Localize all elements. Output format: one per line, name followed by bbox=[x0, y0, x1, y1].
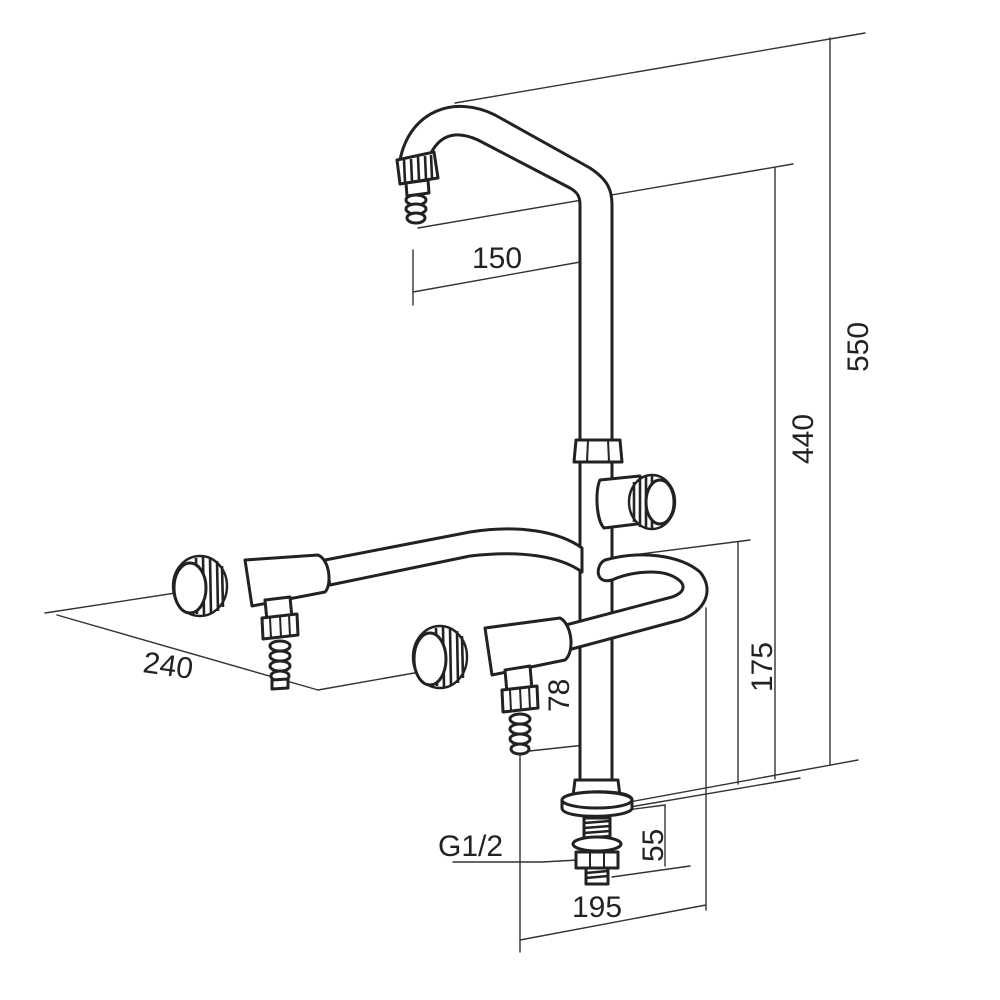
upper-valve bbox=[595, 473, 677, 531]
dim-branch-drop: 78 bbox=[543, 679, 576, 712]
dim-branch-span: 195 bbox=[572, 891, 622, 924]
dim-spout-reach: 150 bbox=[472, 242, 522, 275]
dim-shank-length: 55 bbox=[637, 829, 670, 862]
dim-spout-height: 440 bbox=[787, 414, 820, 464]
dim-overall-height: 550 bbox=[842, 322, 875, 372]
front-valve bbox=[411, 616, 573, 756]
rear-arm-pipe bbox=[323, 527, 584, 587]
spout-pipe bbox=[398, 105, 614, 442]
left-valve bbox=[171, 553, 331, 691]
dim-valve-height: 175 bbox=[746, 642, 779, 692]
dimension-lines bbox=[44, 32, 866, 953]
faucet-assembly bbox=[171, 105, 709, 886]
dim-arm-width: 240 bbox=[141, 646, 195, 686]
dim-thread-size: G1/2 bbox=[438, 830, 503, 863]
spout-nozzle bbox=[395, 150, 440, 225]
front-arm-pipe bbox=[560, 553, 709, 652]
column-hex-nut bbox=[572, 438, 624, 464]
threaded-shank bbox=[571, 816, 623, 886]
dimension-labels: 150 550 440 175 78 55 G1/2 195 240 bbox=[141, 242, 875, 924]
base-flange bbox=[560, 778, 634, 818]
